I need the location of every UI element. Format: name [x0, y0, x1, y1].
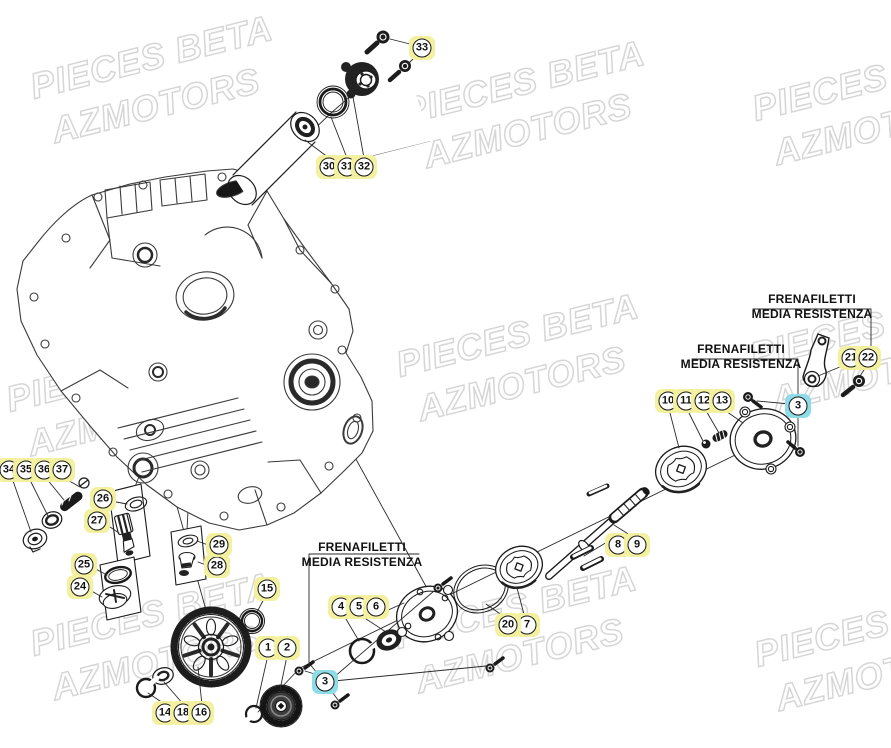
part-number: 24 [70, 577, 90, 597]
oil-filter-assembly [227, 30, 431, 206]
part-number: 3 [788, 396, 808, 416]
callout-27[interactable]: 27 [84, 509, 110, 533]
part-number: 32 [354, 157, 374, 177]
callout-13[interactable]: 13 [709, 389, 735, 413]
pump-body [729, 406, 797, 475]
part-number: 28 [207, 556, 227, 576]
thread-note-line2: MEDIA RESISTENZA [680, 357, 802, 371]
valve-spring [60, 491, 83, 512]
engine-crankcase [16, 168, 374, 531]
part-number: 22 [858, 348, 878, 368]
note-leader-2 [691, 358, 799, 397]
part-number: 26 [93, 489, 113, 509]
callout-22[interactable]: 22 [855, 346, 881, 370]
part-number: 14 [155, 703, 175, 723]
part-number: 29 [209, 535, 229, 555]
driven-gear [170, 606, 252, 688]
valve-plug [178, 551, 196, 576]
part-number: 6 [366, 597, 386, 617]
note-leader-1 [752, 308, 872, 350]
part-number: 30 [319, 157, 339, 177]
pump-gear-set [135, 606, 303, 728]
thread-note-line2: MEDIA RESISTENZA [751, 307, 873, 321]
outer-rotor [655, 445, 707, 494]
relief-valve-assembly [108, 483, 151, 565]
thread-note: FRENAFILETTI MEDIA RESISTENZA [302, 540, 423, 570]
callout-29[interactable]: 29 [206, 533, 232, 557]
thread-note-line1: FRENAFILETTI [318, 540, 406, 554]
pump-shaft-assembly [545, 483, 650, 580]
oil-plug [98, 585, 132, 609]
callout-28[interactable]: 28 [204, 554, 230, 578]
pump-body-assembly [655, 333, 865, 494]
part-number: 25 [74, 555, 94, 575]
part-number: 13 [712, 391, 732, 411]
filter-cap-bolts [364, 30, 411, 83]
pressure-screw-set [22, 477, 90, 553]
part-number: 16 [191, 703, 211, 723]
actuating-lever [802, 333, 830, 388]
part-number: 27 [87, 511, 107, 531]
circlip [135, 675, 160, 699]
washer [41, 511, 63, 529]
part-number: 3 [315, 672, 335, 692]
part-number: 2 [277, 638, 297, 658]
part-number: 33 [412, 38, 432, 58]
lever-bolt [840, 375, 865, 398]
oil-plug-assembly [98, 556, 142, 621]
flanged-bolt [22, 528, 48, 553]
shaft-pins [570, 483, 610, 571]
callout-3[interactable]: 3 [312, 670, 338, 694]
part-number: 35 [16, 460, 36, 480]
thread-note-line1: FRENAFILETTI [697, 342, 785, 356]
filter-oring [316, 85, 350, 119]
oil-filter-tube [227, 111, 320, 206]
callout-15[interactable]: 15 [254, 577, 280, 601]
relief-plunger [114, 512, 135, 556]
part-number: 15 [257, 579, 277, 599]
thread-note-line2: MEDIA RESISTENZA [301, 555, 423, 569]
washer [124, 496, 148, 512]
cover-screws [294, 576, 505, 710]
callout-24[interactable]: 24 [67, 575, 93, 599]
drive-gear [259, 684, 303, 728]
inner-rotor [495, 545, 543, 589]
body-screws [743, 392, 805, 457]
callout-26[interactable]: 26 [90, 487, 116, 511]
thread-note-line1: FRENAFILETTI [768, 292, 856, 306]
part-number: 37 [52, 460, 72, 480]
gear-oring [239, 608, 265, 634]
plug-oring [104, 565, 132, 585]
note-leader-3 [308, 553, 420, 674]
bolt-bosses [29, 172, 362, 521]
callout-16[interactable]: 16 [188, 701, 214, 725]
callout-20[interactable]: 20 [495, 613, 521, 637]
filter-cap [341, 62, 379, 99]
callout-32[interactable]: 32 [351, 155, 377, 179]
thread-note: FRENAFILETTI MEDIA RESISTENZA [752, 292, 873, 322]
check-spring [712, 429, 728, 443]
pump-cover [396, 584, 458, 643]
callout-2[interactable]: 2 [274, 636, 300, 660]
callout-6[interactable]: 6 [363, 595, 389, 619]
callout-3[interactable]: 3 [785, 394, 811, 418]
callout-33[interactable]: 33 [409, 36, 435, 60]
check-valve-assembly [170, 525, 207, 586]
callout-37[interactable]: 37 [49, 458, 75, 482]
pump-cover-assembly [294, 545, 543, 710]
circlip [242, 704, 264, 725]
callout-25[interactable]: 25 [71, 553, 97, 577]
part-number: 9 [627, 535, 647, 555]
callout-9[interactable]: 9 [624, 533, 650, 557]
thread-note: FRENAFILETTI MEDIA RESISTENZA [681, 342, 802, 372]
part-number: 20 [498, 615, 518, 635]
washer [177, 534, 199, 548]
